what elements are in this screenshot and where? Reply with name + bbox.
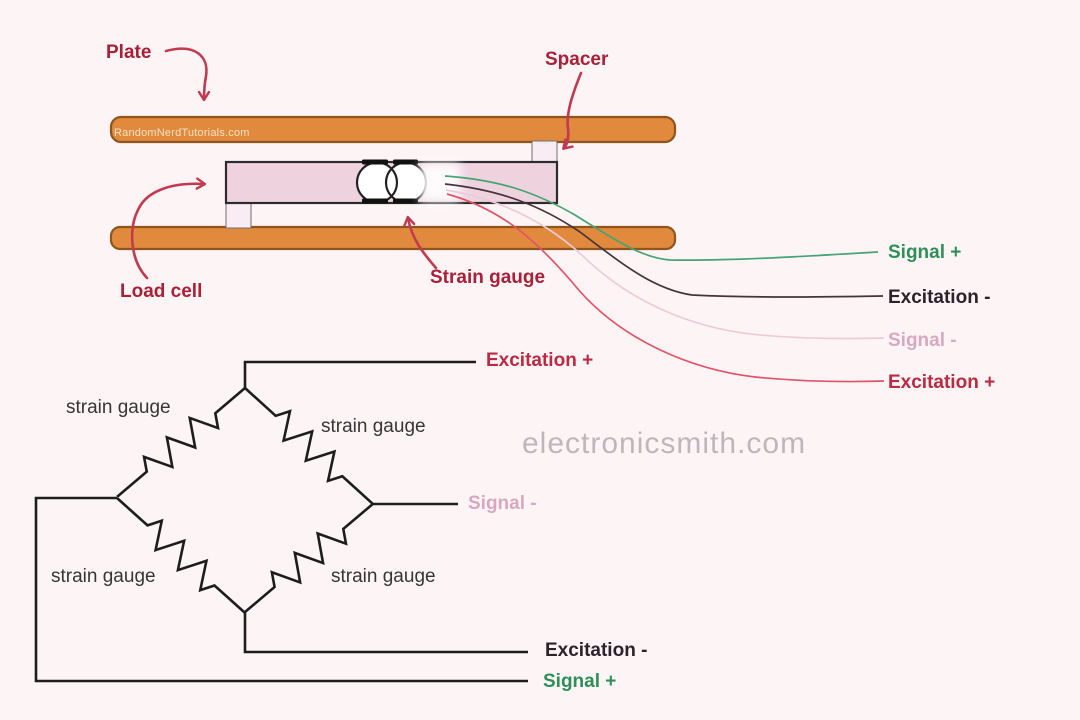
spacer-arrow xyxy=(562,71,583,150)
load-cell-wires xyxy=(444,175,885,383)
wire-label-signal-minus: Signal - xyxy=(888,330,957,351)
bridge-label-excitation-minus: Excitation - xyxy=(545,640,648,661)
wire-label-excitation-minus: Excitation - xyxy=(888,287,991,308)
load-cell-label: Load cell xyxy=(120,281,203,302)
bottom-spacer xyxy=(225,201,252,229)
bridge-label-excitation-plus: Excitation + xyxy=(486,350,594,371)
top-spacer xyxy=(531,140,558,164)
load-cell-arrow xyxy=(130,177,207,280)
plate-arrow xyxy=(164,47,211,102)
resistor-bottom-left xyxy=(116,497,246,614)
spacer-label: Spacer xyxy=(545,49,609,70)
bridge-wire-excitation-minus xyxy=(243,612,528,654)
resistor-bottom-right xyxy=(244,502,374,613)
bridge-resistor-label-top-left: strain gauge xyxy=(66,397,171,418)
strain-gauge-marks xyxy=(362,159,418,204)
wire-excitation-minus xyxy=(444,183,884,298)
wheatstone-bridge xyxy=(34,360,528,683)
resistor-top-right xyxy=(244,387,374,506)
bridge-wire-signal-plus xyxy=(34,496,528,683)
bridge-wire-excitation-plus xyxy=(243,360,476,388)
bottom-plate xyxy=(109,225,677,251)
binocular-hole xyxy=(355,161,428,204)
plate-brand-text: RandomNerdTutorials.com xyxy=(114,127,250,139)
wire-signal-plus xyxy=(444,175,879,261)
site-watermark: electronicsmith.com xyxy=(522,427,807,460)
bridge-resistor-label-bottom-left: strain gauge xyxy=(51,566,156,587)
bridge-label-signal-plus: Signal + xyxy=(543,671,617,692)
wire-signal-minus xyxy=(445,189,885,340)
resistor-top-left xyxy=(116,387,246,498)
strain-gauge-arrow xyxy=(403,215,438,270)
annotation-arrows xyxy=(130,47,583,280)
bridge-label-signal-minus: Signal - xyxy=(468,493,537,514)
strain-gauge-label: Strain gauge xyxy=(430,267,546,288)
wire-label-excitation-plus: Excitation + xyxy=(888,372,996,393)
top-plate xyxy=(109,115,677,144)
wire-excitation-plus xyxy=(446,193,885,383)
bridge-resistor-label-bottom-right: strain gauge xyxy=(331,566,436,587)
wire-label-signal-plus: Signal + xyxy=(888,242,962,263)
bridge-resistor-label-top-right: strain gauge xyxy=(321,416,426,437)
plate-label: Plate xyxy=(106,42,152,63)
